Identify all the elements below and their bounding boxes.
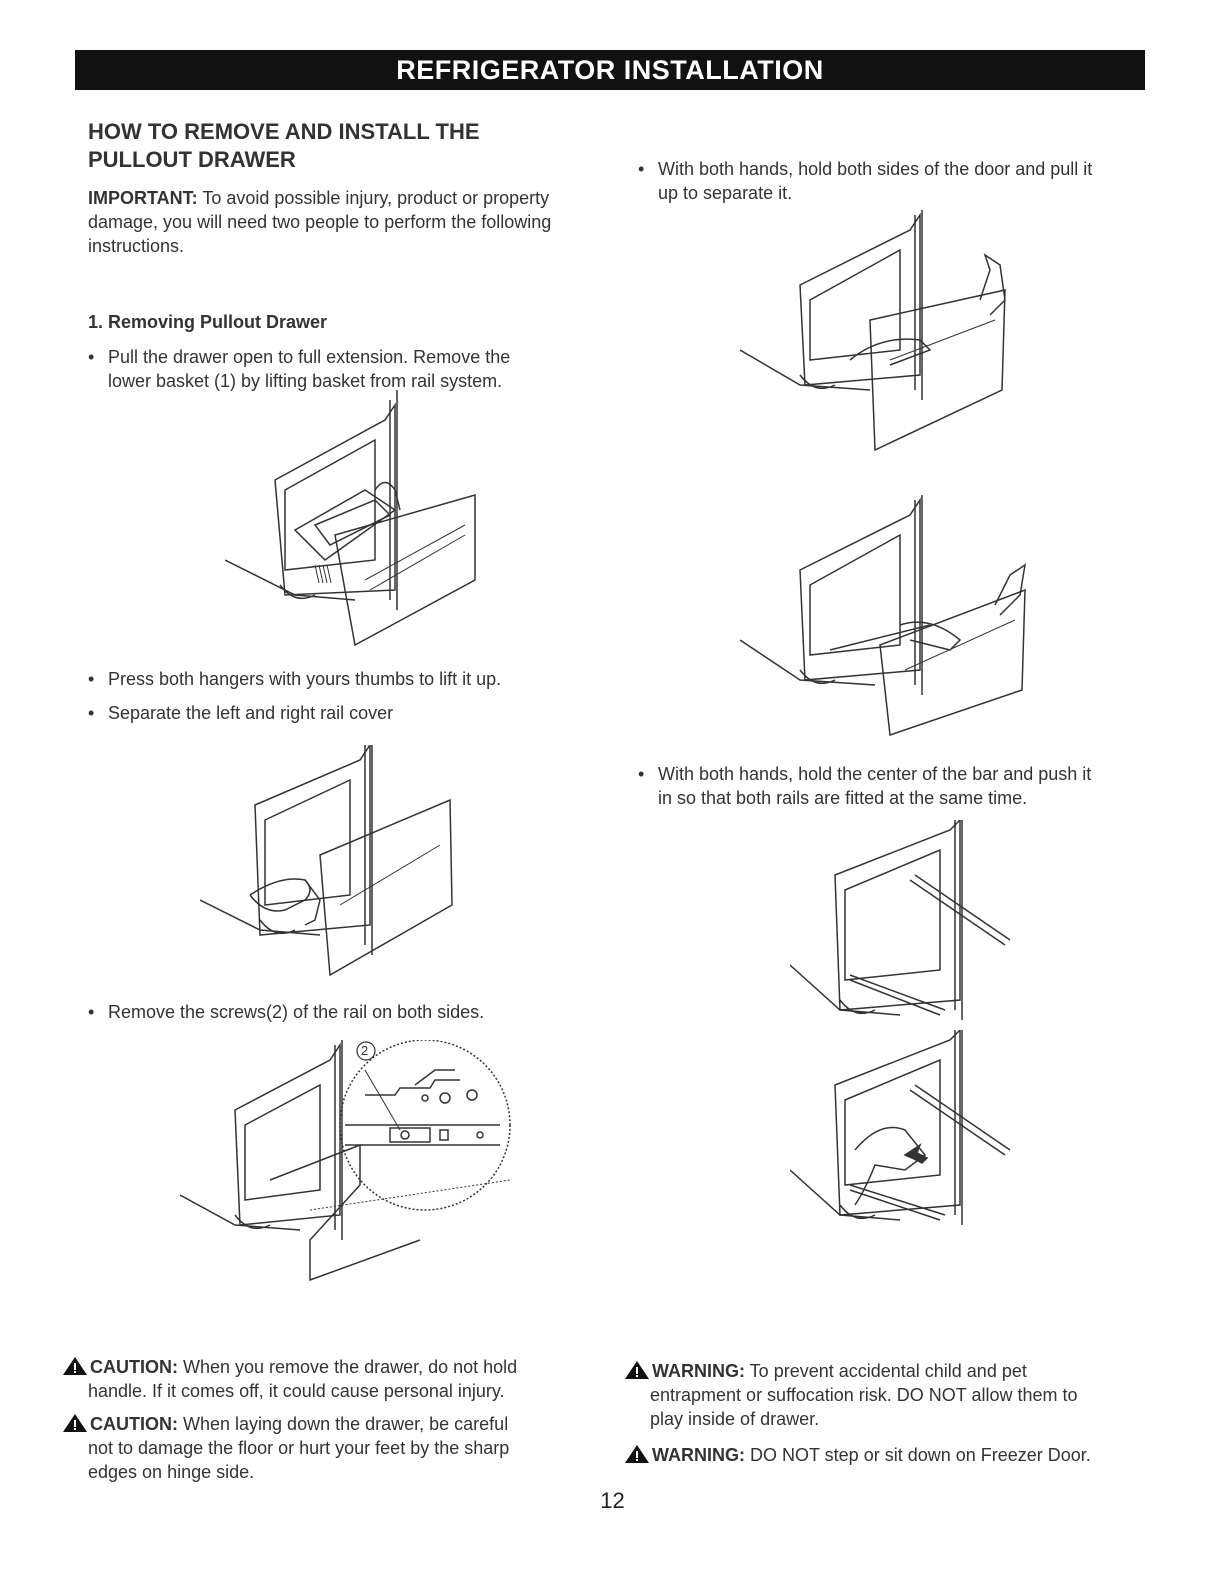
page-banner: REFRIGERATOR INSTALLATION [75,50,1145,90]
right-bullet-1-line1: With both hands, hold both sides of the … [658,159,1093,179]
bullet-dot: • [638,159,645,179]
warning-1-line1: To prevent accidental child and pet [745,1361,1027,1381]
warning-label-1: WARNING: [652,1361,745,1381]
warning-1-line3: play inside of drawer. [650,1409,820,1429]
banner-title: REFRIGERATOR INSTALLATION [396,55,824,85]
caution-label-1: CAUTION: [90,1357,178,1377]
figure-rails-bar [790,820,1020,1040]
bullet-dot: • [638,764,645,784]
warning-label-2: WARNING: [652,1445,745,1465]
step1-title-wrap: 1. Removing Pullout Drawer [88,310,327,334]
left-bullet-1: • Pull the drawer open to full extension… [88,345,608,393]
left-bullet-2-text: Press both hangers with yours thumbs to … [108,669,502,689]
caution-2-line3: edges on hinge side. [88,1462,255,1482]
bullet-dot: • [88,669,95,689]
left-bullet-4: • Remove the screws(2) of the rail on bo… [88,1000,608,1024]
left-bullet-2: • Press both hangers with yours thumbs t… [88,667,608,691]
left-bullet-3: • Separate the left and right rail cover [88,701,608,725]
right-bullet-2: • With both hands, hold the center of th… [638,762,1148,810]
caution-label-2: CAUTION: [90,1414,178,1434]
right-bullet-1-line2: up to separate it. [658,183,793,203]
caution-2-line2: not to damage the floor or hurt your fee… [88,1438,510,1458]
figure-rail-cover [200,745,460,985]
left-bullet-1-line2: lower basket (1) by lifting basket from … [108,371,503,391]
figure-rail-screws: 2 [180,1040,520,1290]
caution-notice-2: CAUTION: When laying down the drawer, be… [62,1412,592,1484]
bullet-dot: • [88,347,95,367]
warning-2-line1: DO NOT step or sit down on Freezer Door. [745,1445,1091,1465]
caution-2-line1: When laying down the drawer, be careful [178,1414,509,1434]
right-bullet-1: • With both hands, hold both sides of th… [638,157,1148,205]
warning-triangle-icon [63,1414,87,1432]
important-note: IMPORTANT: To avoid possible injury, pro… [88,186,618,258]
left-bullet-1-line1: Pull the drawer open to full extension. … [108,347,511,367]
bullet-dot: • [88,1002,95,1022]
warning-triangle-icon [625,1361,649,1379]
figure-push-bar [790,1030,1020,1250]
bullet-dot: • [88,703,95,723]
warning-triangle-icon [625,1445,649,1463]
important-label: IMPORTANT: [88,188,198,208]
right-bullet-2-line1: With both hands, hold the center of the … [658,764,1092,784]
step1-title: 1. Removing Pullout Drawer [88,312,328,332]
figure-remove-basket [225,380,485,650]
left-intro: HOW TO REMOVE AND INSTALL THE PULLOUT DR… [88,118,618,258]
figure-separate-door [740,210,1020,460]
section-heading-line1: HOW TO REMOVE AND INSTALL THE [88,119,480,144]
warning-triangle-icon [63,1357,87,1375]
warning-1-line2: entrapment or suffocation risk. DO NOT a… [650,1385,1078,1405]
warning-notice-2: WARNING: DO NOT step or sit down on Free… [624,1443,1164,1467]
right-bullet-2-line2: in so that both rails are fitted at the … [658,788,1028,808]
caution-1-line2: handle. If it comes off, it could cause … [88,1381,505,1401]
important-text: To avoid possible injury, product or pro… [88,188,552,256]
left-bullet-4-text: Remove the screws(2) of the rail on both… [108,1002,485,1022]
page-number: 12 [600,1488,625,1513]
caution-notice-1: CAUTION: When you remove the drawer, do … [62,1355,592,1403]
section-heading-line2: PULLOUT DRAWER [88,147,296,172]
left-bullet-3-text: Separate the left and right rail cover [108,703,394,723]
callout-number-2: 2 [361,1043,369,1058]
figure-pull-door-up [740,495,1040,745]
warning-notice-1: WARNING: To prevent accidental child and… [624,1359,1154,1431]
caution-1-line1: When you remove the drawer, do not hold [178,1357,518,1377]
